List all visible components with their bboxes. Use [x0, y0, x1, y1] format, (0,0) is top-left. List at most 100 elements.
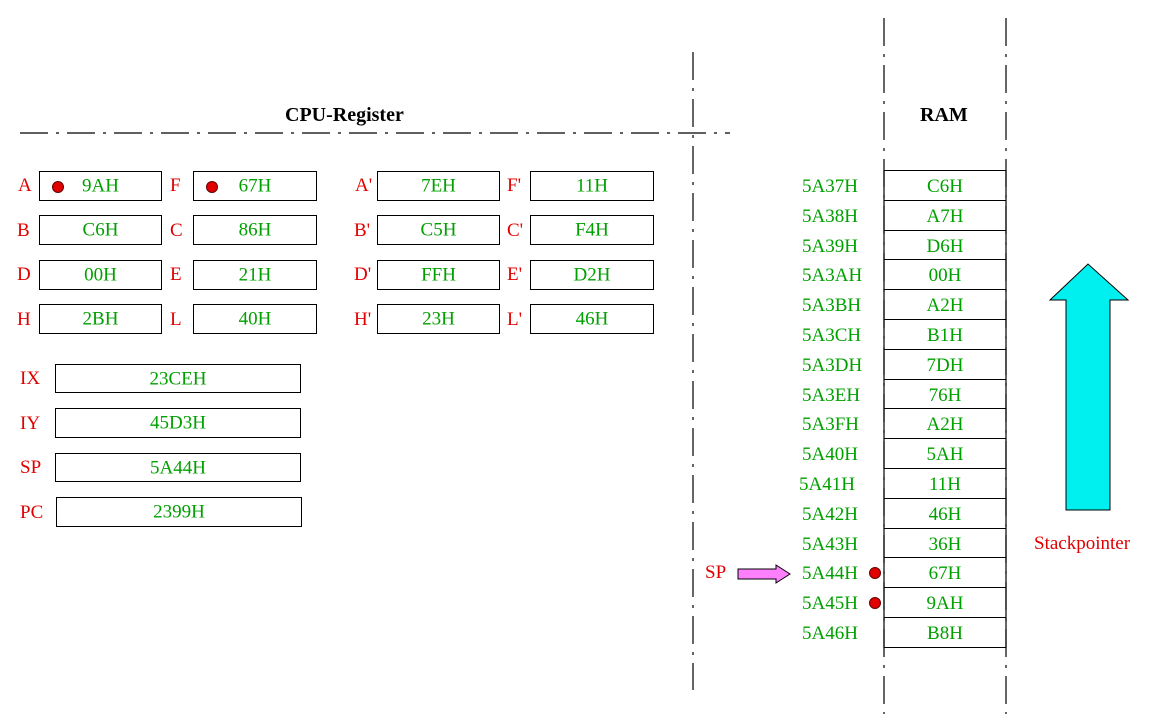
- ram-row-divider: [884, 289, 1006, 290]
- ram-value: 7DH: [926, 355, 964, 376]
- ram-value: C6H: [927, 176, 963, 197]
- ram-address: 5A38H: [802, 206, 858, 227]
- register-l: 40H: [193, 304, 317, 334]
- ram-row-divider: [884, 557, 1006, 558]
- register-value: 7EH: [421, 175, 456, 197]
- register-label-c: C: [170, 220, 183, 241]
- ram-value: 9AH: [926, 593, 964, 614]
- register-label-f: F: [170, 175, 181, 196]
- ram-value: B8H: [927, 623, 963, 644]
- register-sp: 5A44H: [55, 453, 301, 482]
- register-value: 5A44H: [150, 457, 206, 478]
- ram-row-divider: [884, 319, 1006, 320]
- register-value: 9AH: [82, 175, 119, 197]
- marker-dot-icon: [52, 181, 64, 193]
- register-label-d-alt: D': [354, 264, 372, 285]
- ram-address: 5A3EH: [802, 385, 861, 406]
- ram-value: 5AH: [926, 444, 964, 465]
- register-label-e-alt: E': [507, 264, 523, 285]
- ram-value: 36H: [928, 534, 962, 555]
- register-value: D2H: [573, 264, 611, 286]
- ram-value: 76H: [928, 385, 962, 406]
- ram-address: 5A44H: [802, 563, 858, 584]
- register-b-alt: C5H: [377, 215, 500, 245]
- ram-address: 5A39H: [802, 236, 858, 257]
- register-e-alt: D2H: [530, 260, 654, 290]
- register-label-l-alt: L': [507, 309, 523, 330]
- ram-row-divider: [884, 587, 1006, 588]
- ram-value: A2H: [926, 414, 964, 435]
- ram-value: 00H: [928, 265, 962, 286]
- ram-address: 5A3DH: [802, 355, 863, 376]
- ram-address: 5A40H: [802, 444, 858, 465]
- register-value: 2BH: [82, 308, 119, 330]
- register-value: C5H: [420, 219, 457, 241]
- register-e: 21H: [193, 260, 317, 290]
- register-value: 00H: [84, 264, 117, 286]
- register-label-sp: SP: [20, 457, 42, 478]
- register-label-e: E: [170, 264, 182, 285]
- register-value: C6H: [82, 219, 119, 241]
- ram-row-divider: [884, 200, 1006, 201]
- register-label-pc: PC: [20, 502, 44, 523]
- register-f: 67H: [193, 171, 317, 201]
- register-iy: 45D3H: [55, 408, 301, 438]
- register-label-h: H: [17, 309, 31, 330]
- ram-value: 67H: [928, 563, 962, 584]
- ram-row-divider: [884, 170, 1006, 171]
- ram-value: A2H: [926, 295, 964, 316]
- sp-pointer-arrow: [737, 564, 791, 584]
- ram-row-divider: [884, 408, 1006, 409]
- register-label-f-alt: F': [507, 175, 521, 196]
- ram-address: 5A42H: [802, 504, 858, 525]
- ram-row-divider: [884, 379, 1006, 380]
- register-label-c-alt: C': [507, 220, 524, 241]
- register-value: 46H: [575, 308, 609, 330]
- stackpointer-label: Stackpointer: [1034, 533, 1131, 554]
- register-ix: 23CEH: [55, 364, 301, 393]
- register-label-b-alt: B': [354, 220, 371, 241]
- ram-title: RAM: [920, 104, 968, 126]
- register-label-a: A: [18, 175, 32, 196]
- register-value: 21H: [238, 264, 272, 286]
- ram-value: B1H: [927, 325, 963, 346]
- register-value: 40H: [238, 308, 272, 330]
- register-label-d: D: [17, 264, 31, 285]
- register-value: 23H: [422, 308, 455, 330]
- register-c: 86H: [193, 215, 317, 245]
- sp-pointer-label: SP: [705, 562, 727, 583]
- ram-row-divider: [884, 468, 1006, 469]
- register-value: 11H: [575, 175, 609, 197]
- register-l-alt: 46H: [530, 304, 654, 334]
- register-label-b: B: [17, 220, 30, 241]
- register-c-alt: F4H: [530, 215, 654, 245]
- ram-row-divider: [884, 230, 1006, 231]
- register-label-h-alt: H': [354, 309, 372, 330]
- ram-address: 5A37H: [802, 176, 858, 197]
- marker-dot-icon: [206, 181, 218, 193]
- ram-address: 5A3AH: [802, 265, 863, 286]
- register-a: 9AH: [39, 171, 162, 201]
- register-value: F4H: [575, 219, 609, 241]
- register-value: 86H: [238, 219, 272, 241]
- ram-address: 5A3CH: [802, 325, 862, 346]
- ram-address: 5A46H: [802, 623, 858, 644]
- ram-value: A7H: [926, 206, 964, 227]
- ram-address: 5A43H: [802, 534, 858, 555]
- register-value: 67H: [238, 175, 272, 197]
- ram-address: 5A3FH: [802, 414, 860, 435]
- register-value: FFH: [421, 264, 456, 286]
- marker-dot-icon: [869, 597, 881, 609]
- register-pc: 2399H: [56, 497, 302, 527]
- register-d: 00H: [39, 260, 162, 290]
- register-value: 2399H: [153, 501, 205, 523]
- register-label-iy: IY: [20, 413, 41, 434]
- ram-row-divider: [884, 528, 1006, 529]
- ram-value: 46H: [928, 504, 962, 525]
- register-b: C6H: [39, 215, 162, 245]
- register-label-l: L: [170, 309, 182, 330]
- register-f-alt: 11H: [530, 171, 654, 201]
- register-value: 45D3H: [150, 412, 206, 434]
- register-label-ix: IX: [20, 368, 41, 389]
